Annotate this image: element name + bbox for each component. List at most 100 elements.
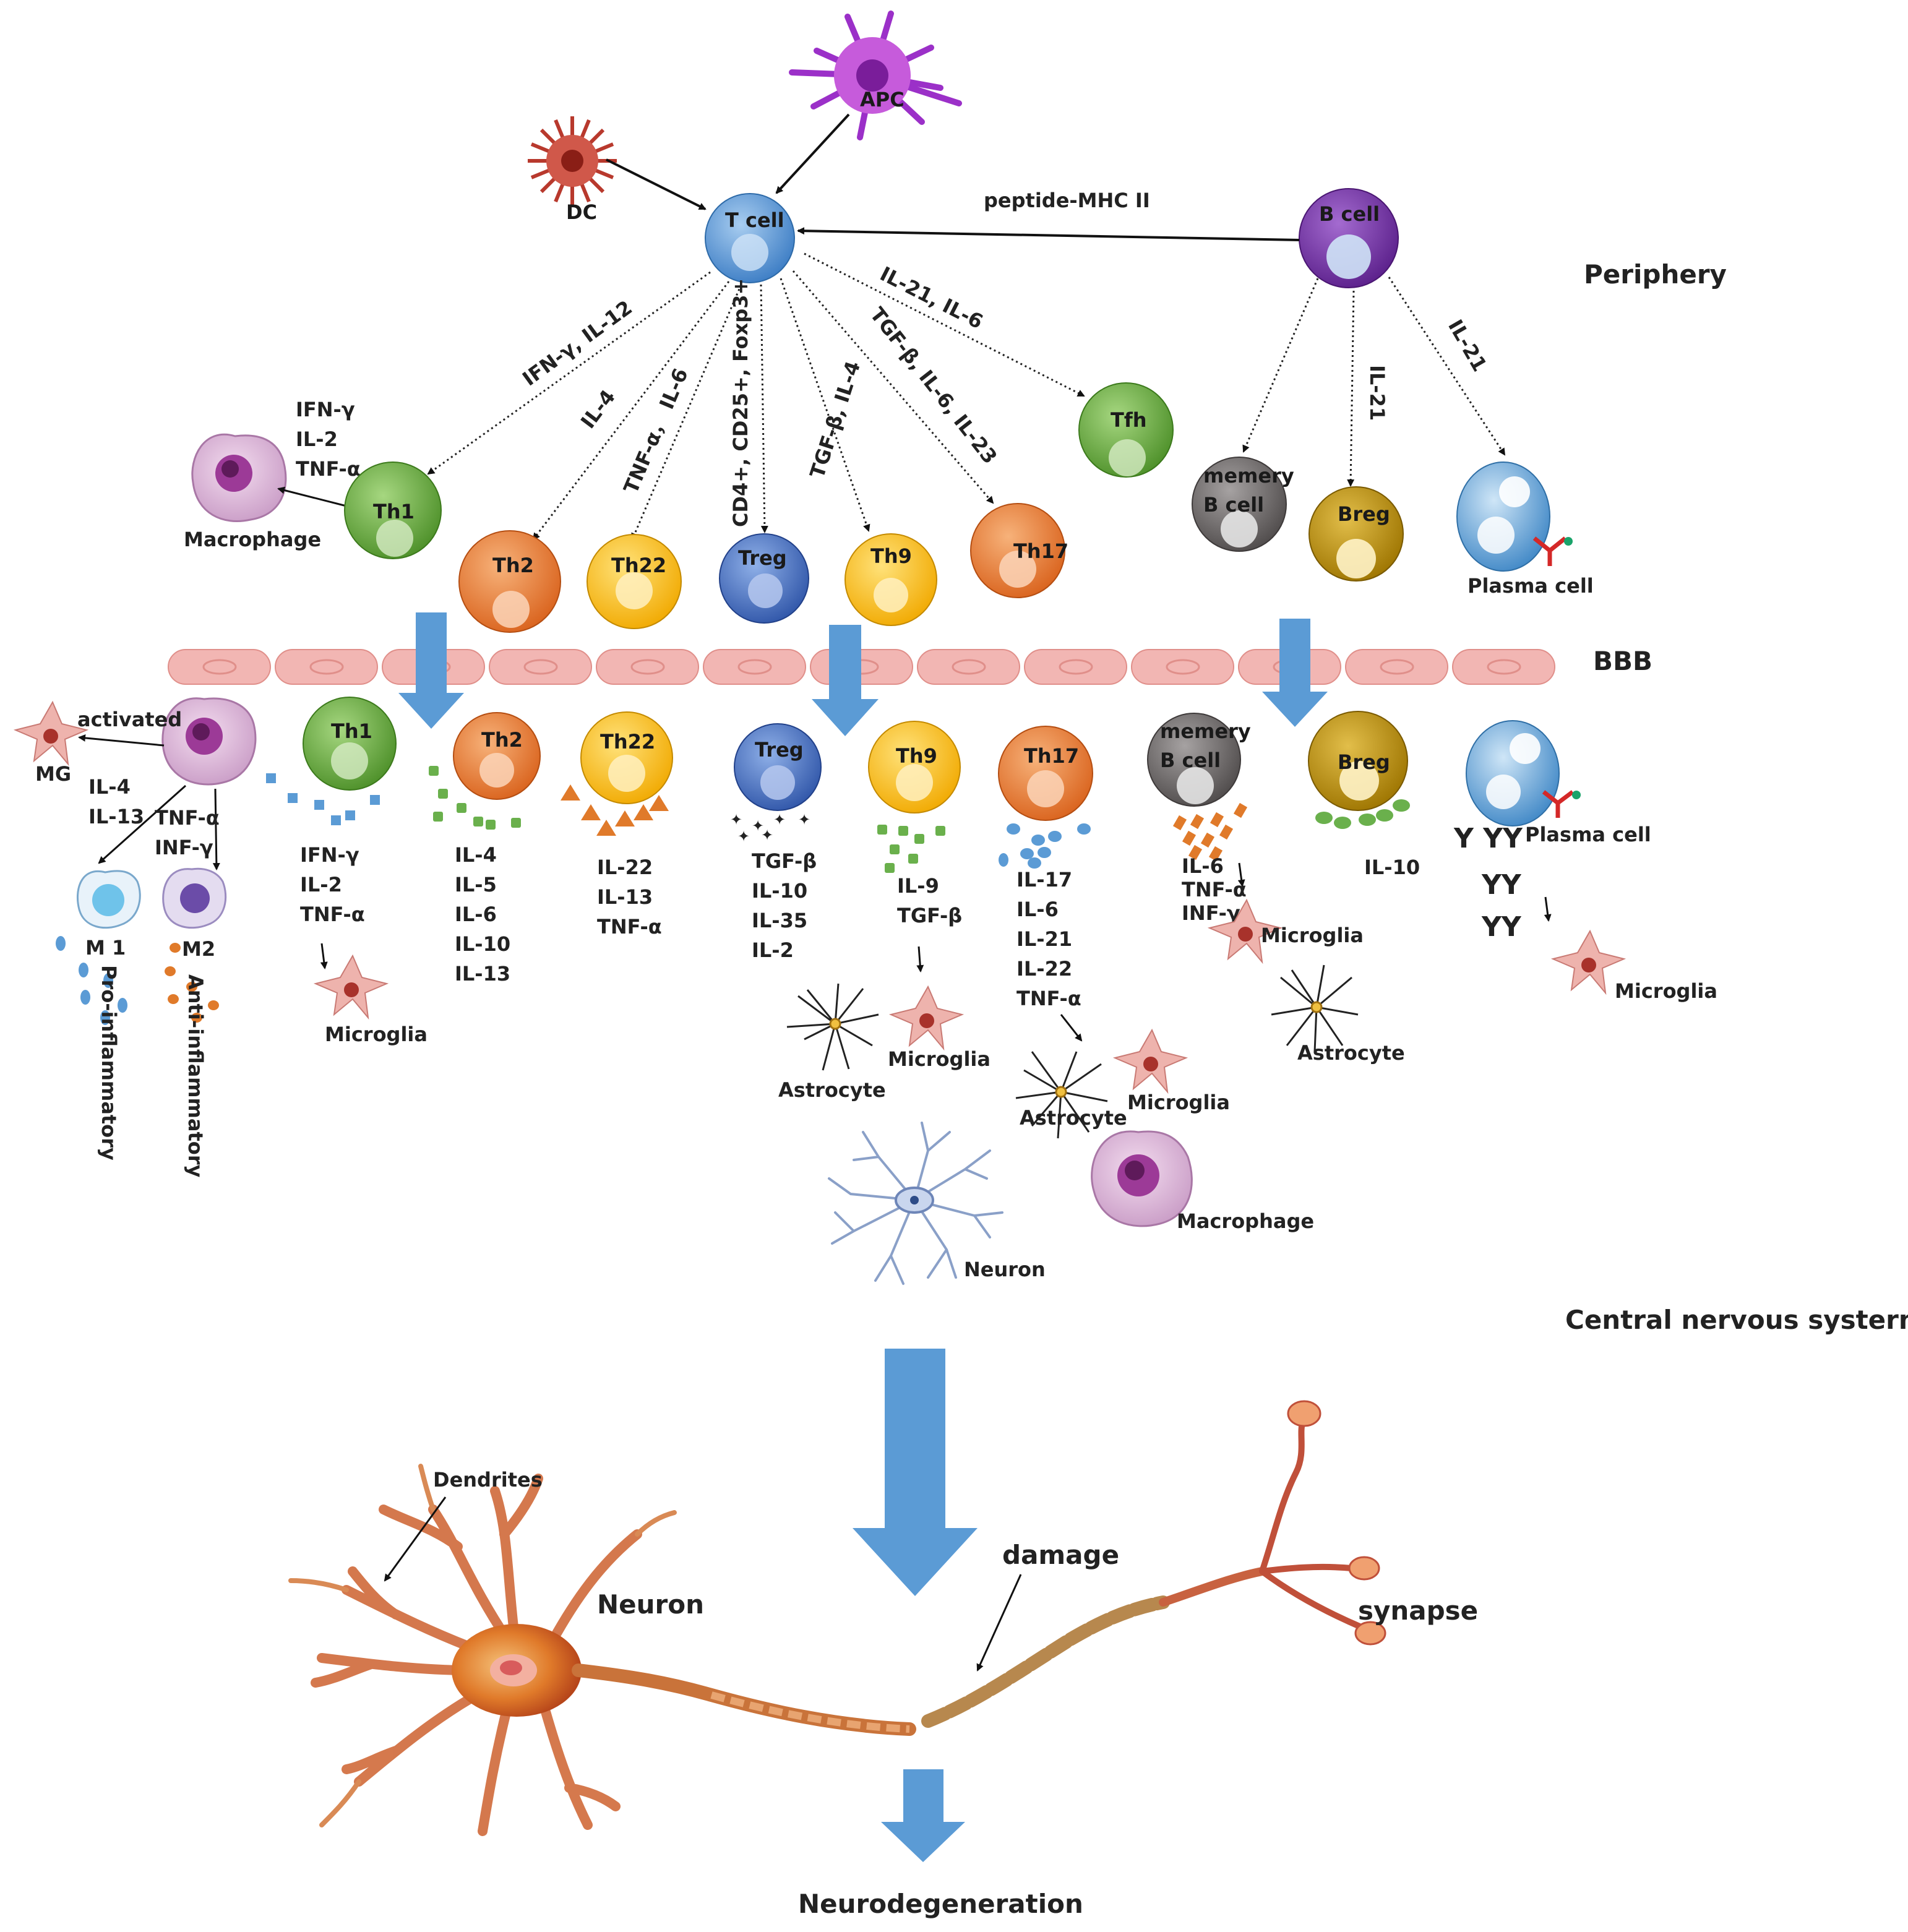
svg-text:✦: ✦ [737, 828, 750, 845]
antibody-row: YY [1481, 869, 1522, 901]
memory-b-cns: memery B cell [1147, 713, 1251, 807]
tcell-to-th17-arrow [792, 270, 994, 504]
th1-cns-cytokine: TNF-α [300, 903, 365, 926]
th2-top: Th2 [458, 530, 561, 633]
bcell-label: B cell [1319, 202, 1380, 226]
th22-cns-cytokine: TNF-α [597, 915, 662, 938]
th2-cns-cytokine: IL-10 [455, 932, 510, 956]
macrophage-cns-label: Macrophage [1177, 1209, 1314, 1233]
th1-cns-label: Th1 [331, 719, 372, 743]
astrocyte-th9-label: Astrocyte [778, 1078, 886, 1102]
th9-top-label: Th9 [870, 544, 912, 568]
macrophage-top-label: Macrophage [184, 528, 321, 551]
th17-cns: Th17 [998, 726, 1093, 821]
antibody-row: Y YY [1453, 823, 1523, 854]
th2-cns: Th2 [453, 712, 541, 800]
edge-treg-label: CD4+, CD25+, Foxp3+ [729, 278, 752, 527]
th1-cytokine: IFN-γ [296, 398, 355, 421]
microglia-th9-label: Microglia [888, 1047, 991, 1071]
antibody-cluster: Y YY YY YY [1453, 823, 1523, 943]
th22-cns-label: Th22 [600, 730, 655, 753]
memory-b-cns-label-2: B cell [1160, 749, 1221, 772]
tcell-label: T cell [725, 208, 784, 232]
tcell-to-th22-arrow [631, 284, 742, 541]
bcell-to-memb-arrow [1242, 278, 1319, 453]
edge-plasma-label: IL-21 [1443, 316, 1492, 376]
microglia-th17-label: Microglia [1127, 1091, 1230, 1114]
activated-to-mg-arrow [78, 734, 165, 747]
damage-label: damage [1002, 1540, 1119, 1570]
th17-secretion [999, 823, 1091, 869]
microglia-th1 [313, 954, 389, 1020]
microglia-memb-label: Microglia [1261, 924, 1364, 947]
th1-top-label: Th1 [373, 500, 415, 523]
plasma-cell-cns [1466, 720, 1581, 826]
microglia-plasma [1550, 929, 1627, 995]
breg-secretion [1315, 799, 1410, 829]
th1-cytokine-list: IFN-γ IL-2 TNF-α [296, 398, 361, 481]
treg-cns-cytokine: TGF-β [752, 849, 817, 873]
mg-cytokine-a: IL-4 [88, 775, 131, 799]
memory-b-top-label-1: memery [1203, 464, 1294, 487]
th9-cns-cytokine: TGF-β [897, 904, 962, 927]
treg-secretion: ✦✦ ✦✦ ✦✦ [730, 811, 810, 845]
th1-to-macrophage-arrow [277, 486, 347, 507]
plasma-cell-top: Plasma cell [1456, 462, 1594, 598]
breg-cytokine: IL-10 [1364, 856, 1420, 879]
breg-cns: Breg [1308, 711, 1408, 811]
dc-cell: DC [528, 116, 617, 224]
apc-to-tcell-arrow [775, 113, 850, 194]
tcell-to-th9-arrow [780, 278, 870, 532]
mg-cytokine-a: IL-13 [88, 805, 144, 828]
edge-th2-label: IL-4 [576, 385, 620, 433]
bbb-endothelium [168, 649, 1555, 685]
treg-cns-cytokine: IL-10 [752, 879, 807, 903]
tcell-to-treg-arrow [760, 284, 768, 533]
th1-top: Th1 [344, 462, 442, 559]
mg-cytokine-b: INF-γ [155, 836, 213, 859]
tcell-to-th1-arrow [427, 271, 711, 475]
bcell-to-plasma-arrow [1388, 277, 1506, 456]
th9-cns: Th9 [868, 721, 961, 814]
macrophage-top: Macrophage [184, 433, 321, 551]
memory-b-top: memery B cell [1192, 457, 1294, 552]
th22-top-label: Th22 [611, 554, 666, 577]
bbb-arrow-right [1262, 619, 1328, 727]
neuron-label: Neuron [597, 1589, 704, 1620]
activated-macrophage [161, 697, 257, 786]
th22-top: Th22 [587, 534, 682, 629]
dc-label: DC [566, 200, 597, 224]
treg-cns-cytokine: IL-35 [752, 909, 807, 932]
memory-b-cns-label-1: memery [1160, 719, 1251, 743]
microglia-th9 [888, 985, 965, 1051]
svg-text:✦: ✦ [761, 826, 773, 844]
th1-cns: Th1 [303, 697, 397, 791]
th2-cns-cytokine: IL-13 [455, 962, 510, 985]
treg-cns-cytokine: IL-2 [752, 938, 794, 962]
m2-secretion-dots [165, 943, 219, 1023]
astrocyte-th17-label: Astrocyte [1020, 1106, 1127, 1130]
synapse-label: synapse [1358, 1595, 1478, 1626]
pro-inflammatory-label: Pro-inflammatory [97, 965, 121, 1161]
plasma-cell-top-label: Plasma cell [1468, 574, 1594, 598]
bcell-to-breg-arrow [1347, 290, 1355, 487]
dendrites-label: Dendrites [433, 1468, 543, 1492]
bbb-arrow-middle [812, 625, 879, 736]
tfh-top: Tfh [1078, 382, 1174, 478]
svg-text:✦: ✦ [752, 817, 764, 835]
th2-cns-cytokine: IL-5 [455, 873, 497, 896]
th2-cns-cytokine: IL-6 [455, 903, 497, 926]
breg-cns-label: Breg [1338, 750, 1390, 774]
edge-breg-label: IL-21 [1365, 365, 1389, 421]
th17-cns-cytokine: IL-21 [1016, 927, 1072, 951]
th17-cns-cytokine: IL-17 [1016, 868, 1072, 891]
treg-top-label: Treg [738, 546, 787, 570]
mg-cell: MG [13, 700, 89, 786]
m2-label: M2 [182, 937, 215, 961]
th2-top-label: Th2 [492, 554, 534, 577]
th9-top: Th9 [844, 533, 937, 626]
svg-text:✦: ✦ [798, 811, 810, 828]
memory-b-cytokine: INF-γ [1182, 901, 1240, 925]
th1-cytokine: TNF-α [296, 457, 361, 481]
